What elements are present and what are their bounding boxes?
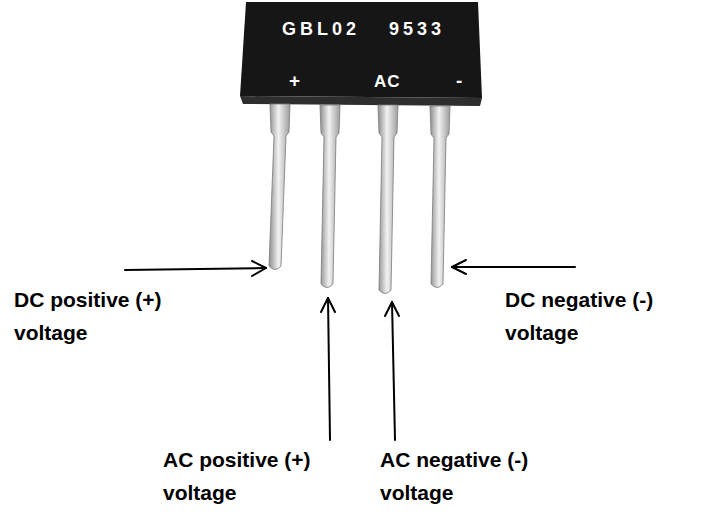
arrow-head: [452, 260, 466, 274]
pointer-line: [392, 302, 395, 440]
pointer-line: [125, 268, 266, 270]
pin-marking: +: [289, 70, 300, 92]
pin-marking: AC: [374, 71, 401, 93]
bridge-rectifier: [240, 2, 482, 294]
arrow-head: [385, 302, 399, 316]
pin-label: AC negative (-) voltage: [380, 443, 552, 509]
pointer-arrows: [125, 260, 575, 440]
pin-label: DC negative (-) voltage: [505, 283, 675, 349]
pin-label: DC positive (+) voltage: [14, 283, 184, 349]
rectifier-body: [240, 2, 482, 98]
lead-pin: [320, 105, 340, 288]
lead-pin: [378, 105, 398, 294]
pointer-line: [328, 298, 330, 440]
pin-marking: -: [456, 70, 462, 92]
arrow-head: [321, 298, 335, 312]
pointer-line: [452, 266, 575, 268]
part-marking: GBL02 9533: [282, 18, 445, 40]
arrow-head: [252, 261, 266, 276]
pin-label: AC positive (+) voltage: [163, 443, 335, 509]
rectifier-leads: [269, 104, 450, 294]
lead-pin: [430, 106, 450, 288]
lead-pin: [269, 104, 290, 270]
